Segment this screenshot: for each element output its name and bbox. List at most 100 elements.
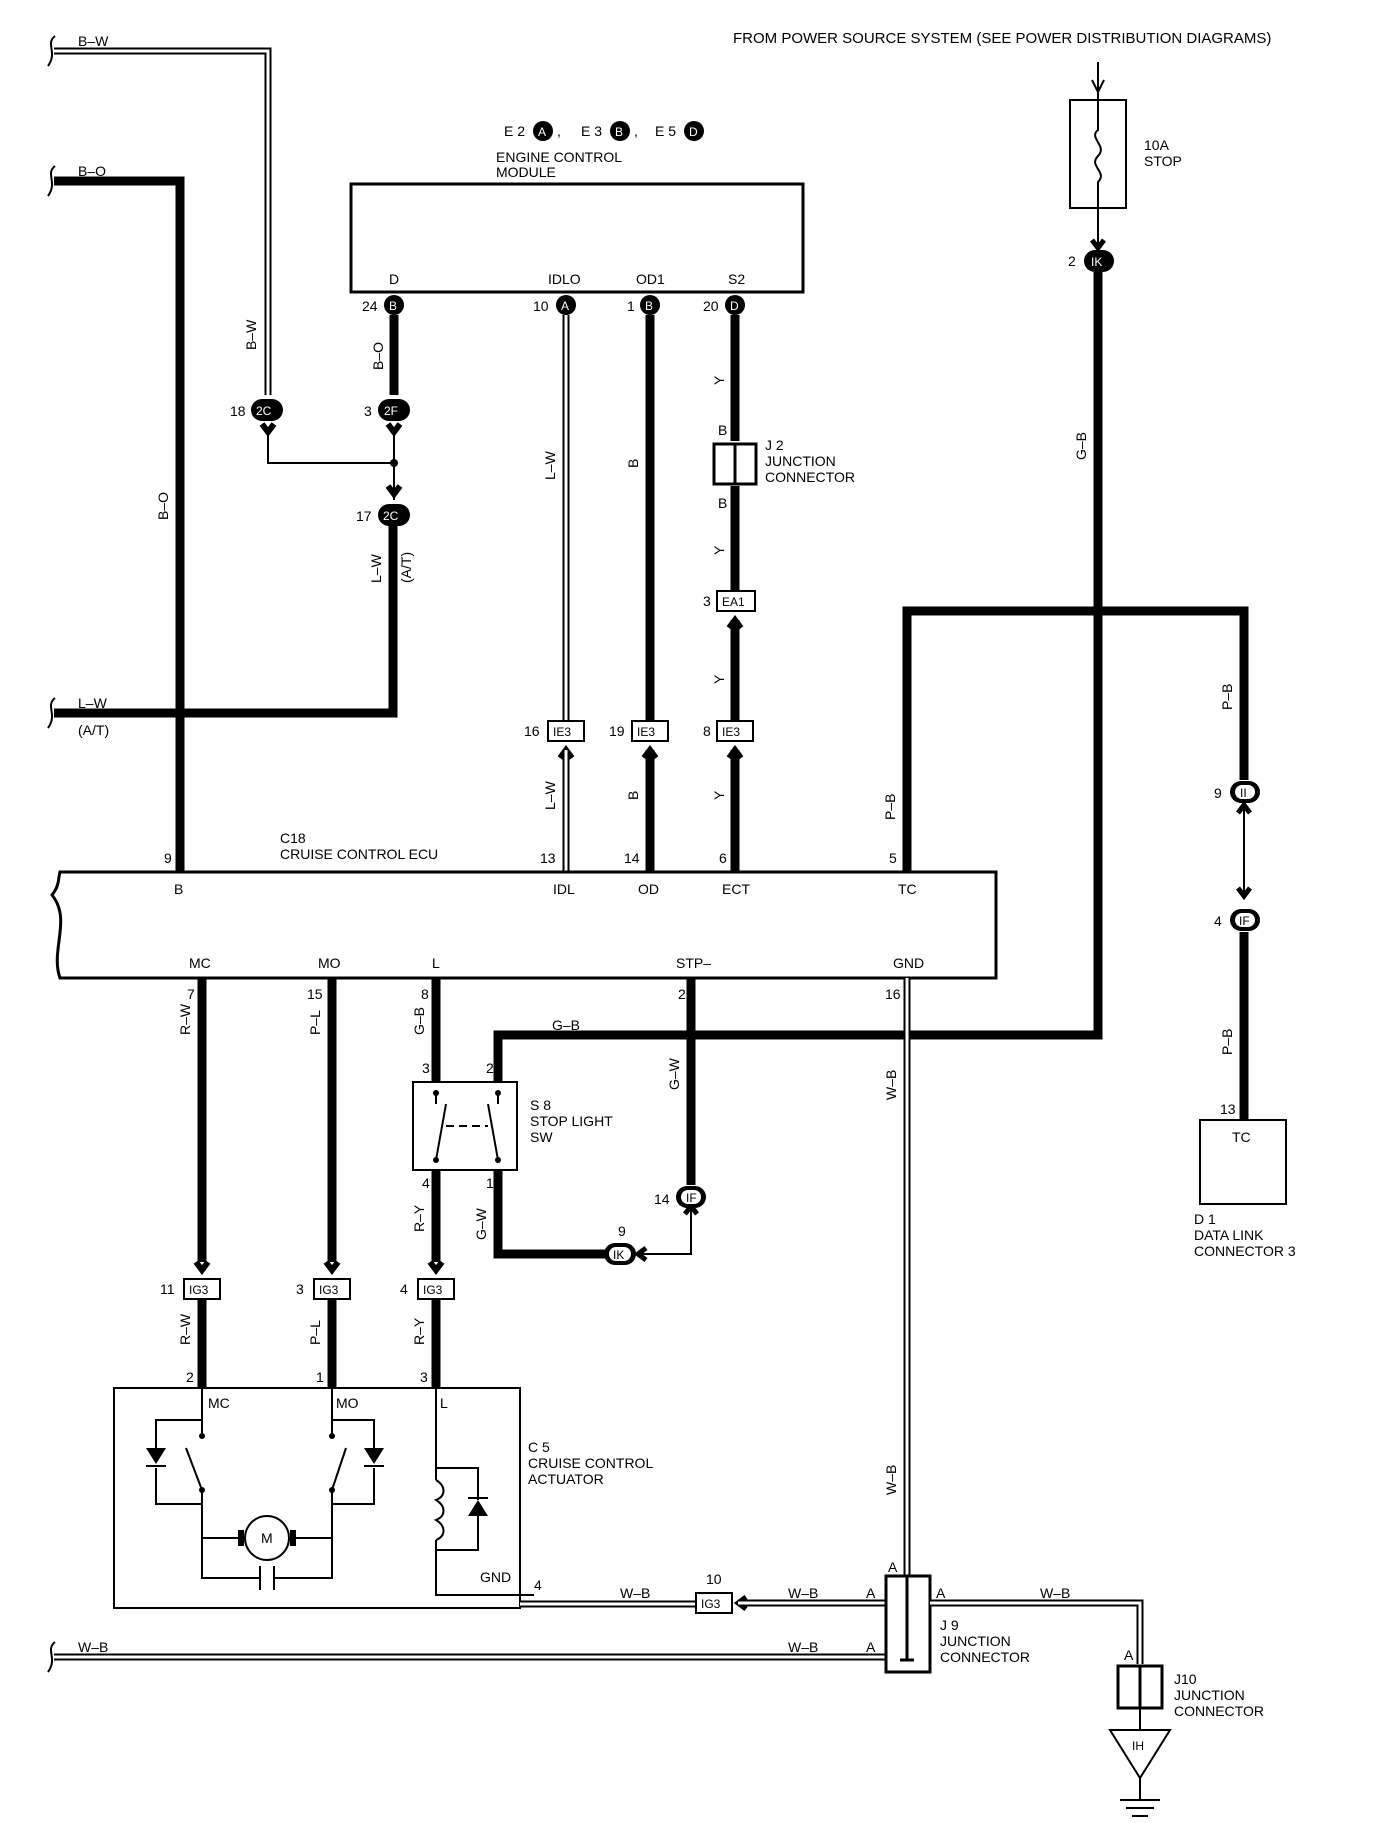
ecm-conn-e5: E 5 [655, 123, 676, 139]
engine-control-module: E 2 A , E 3 B , E 5 D ENGINE CONTROL MOD… [349, 121, 805, 315]
svg-text:2: 2 [486, 1060, 494, 1076]
svg-text:IE3: IE3 [722, 725, 740, 739]
j10-junction-connector: J10 JUNCTION CONNECTOR [1116, 1664, 1264, 1719]
svg-text:MC: MC [208, 1395, 230, 1411]
svg-text:13: 13 [540, 850, 556, 866]
svg-text:ECT: ECT [722, 881, 750, 897]
wire-label-b: B [718, 422, 727, 438]
ecm-pin-idlo: IDLO [548, 271, 581, 287]
ecm-title-2: MODULE [496, 164, 556, 180]
wire-label-pb: P–B [1219, 684, 1235, 710]
ecm-conn-e2: E 2 [504, 123, 525, 139]
wire-label-pl-low: P–L [307, 1320, 323, 1345]
wire-label-rw-low: R–W [177, 1313, 193, 1345]
svg-text:CONNECTOR: CONNECTOR [940, 1649, 1030, 1665]
svg-text:J10: J10 [1174, 1671, 1197, 1687]
svg-text:GND: GND [893, 955, 924, 971]
connector-if-lower: 14 IF [654, 1186, 706, 1208]
wire-label-y: Y [711, 375, 727, 385]
svg-text:CONNECTOR: CONNECTOR [1174, 1703, 1264, 1719]
ecm-pin-num: 20 [703, 298, 719, 314]
svg-text:SW: SW [530, 1129, 553, 1145]
svg-text:EA1: EA1 [722, 595, 745, 609]
j9-junction-connector: J 9 JUNCTION CONNECTOR [884, 1574, 1030, 1674]
svg-text:IG3: IG3 [423, 1283, 443, 1297]
ecm-pin-num: 10 [533, 298, 549, 314]
svg-text:M: M [261, 1530, 273, 1546]
svg-text:10: 10 [706, 1571, 722, 1587]
ecm-conn-sep: , [634, 123, 638, 139]
svg-text:STOP LIGHT: STOP LIGHT [530, 1113, 613, 1129]
wire-label-gw-sw: G–W [473, 1207, 489, 1240]
wire-bw [54, 47, 272, 395]
connector-ie3-ect: 8 IE3 [703, 720, 754, 742]
wire-label-gw: G–W [666, 1057, 682, 1090]
wire-label-y-ecu: Y [711, 790, 727, 800]
svg-text:3: 3 [296, 1281, 304, 1297]
wire-label-idlo: L–W [542, 450, 558, 480]
svg-text:STP–: STP– [676, 955, 711, 971]
svg-text:A: A [888, 1559, 898, 1575]
connector-ie3-idl: 16 IE3 [524, 720, 585, 742]
svg-text:16: 16 [524, 723, 540, 739]
svg-text:8: 8 [703, 723, 711, 739]
svg-text:IG3: IG3 [189, 1283, 209, 1297]
svg-text:J 2: J 2 [765, 437, 784, 453]
svg-text:STOP: STOP [1144, 153, 1182, 169]
svg-text:TC: TC [1232, 1129, 1251, 1145]
svg-text:IF: IF [686, 1191, 697, 1205]
svg-text:5: 5 [889, 850, 897, 866]
svg-text:3: 3 [364, 403, 372, 419]
ecm-conn-letter-a: A [538, 125, 546, 139]
ecm-pin-num: 1 [627, 298, 635, 314]
svg-text:13: 13 [1220, 1101, 1236, 1117]
svg-text:3: 3 [422, 1060, 430, 1076]
d1-data-link-connector: TC D 1 DATA LINK CONNECTOR 3 [1194, 1119, 1296, 1259]
svg-text:A: A [1124, 1647, 1134, 1663]
wire-label-ry: R–Y [411, 1204, 427, 1232]
svg-text:9: 9 [618, 1223, 626, 1239]
svg-text:10A: 10A [1144, 137, 1170, 153]
svg-text:MC: MC [189, 955, 211, 971]
ecm-conn-sep: , [557, 123, 561, 139]
wire-label-wb-j10: W–B [1040, 1585, 1070, 1601]
svg-text:IE3: IE3 [637, 725, 655, 739]
svg-text:2: 2 [1068, 253, 1076, 269]
connector-ig3-gnd: 10 IG3 [695, 1571, 733, 1614]
connector-ig3-mo: 3 IG3 [296, 1278, 351, 1300]
wire-pb [902, 606, 1249, 872]
svg-text:2: 2 [678, 986, 686, 1002]
svg-text:IDL: IDL [553, 881, 575, 897]
connector-ig3-mc: 11 IG3 [160, 1278, 221, 1300]
ecm-conn-letter-b: B [615, 125, 623, 139]
svg-text:14: 14 [624, 850, 640, 866]
c5-cruise-control-actuator: MC MO L GND C 5 CRUISE CONTROL ACTUATOR … [113, 1387, 653, 1609]
svg-text:JUNCTION: JUNCTION [765, 453, 836, 469]
svg-text:CRUISE CONTROL ECU: CRUISE CONTROL ECU [280, 846, 438, 862]
svg-text:3: 3 [420, 1369, 428, 1385]
wire-label-b-ecu: B [625, 791, 641, 800]
svg-text:C18: C18 [280, 830, 306, 846]
wire-label-wb-left: W–B [78, 1639, 108, 1655]
fuse-stop-10a: 10A STOP [1069, 99, 1182, 209]
svg-text:A: A [866, 1585, 876, 1601]
wire-label-y: Y [711, 545, 727, 555]
svg-text:IG3: IG3 [701, 1597, 721, 1611]
svg-text:18: 18 [230, 403, 246, 419]
svg-text:2: 2 [186, 1369, 194, 1385]
ecm-conn-letter-d: D [689, 125, 698, 139]
ecm-pin-conn: B [645, 299, 653, 313]
ecm-pin-num: 24 [362, 298, 378, 314]
svg-text:IK: IK [613, 1248, 624, 1262]
wire-label-wb-bottom: W–B [788, 1639, 818, 1655]
wire-label-at: (A/T) [78, 722, 109, 738]
svg-text:9: 9 [164, 850, 172, 866]
wire-bo [54, 176, 185, 872]
wire-label-bo-vertical: B–O [155, 492, 171, 520]
wire-label-bo-d: B–O [370, 342, 386, 370]
wire-label-pb: P–B [882, 794, 898, 820]
wire-label-bo: B–O [78, 163, 106, 179]
svg-text:TC: TC [898, 881, 917, 897]
wire-label-wb-gnd-2: W–B [883, 1465, 899, 1495]
